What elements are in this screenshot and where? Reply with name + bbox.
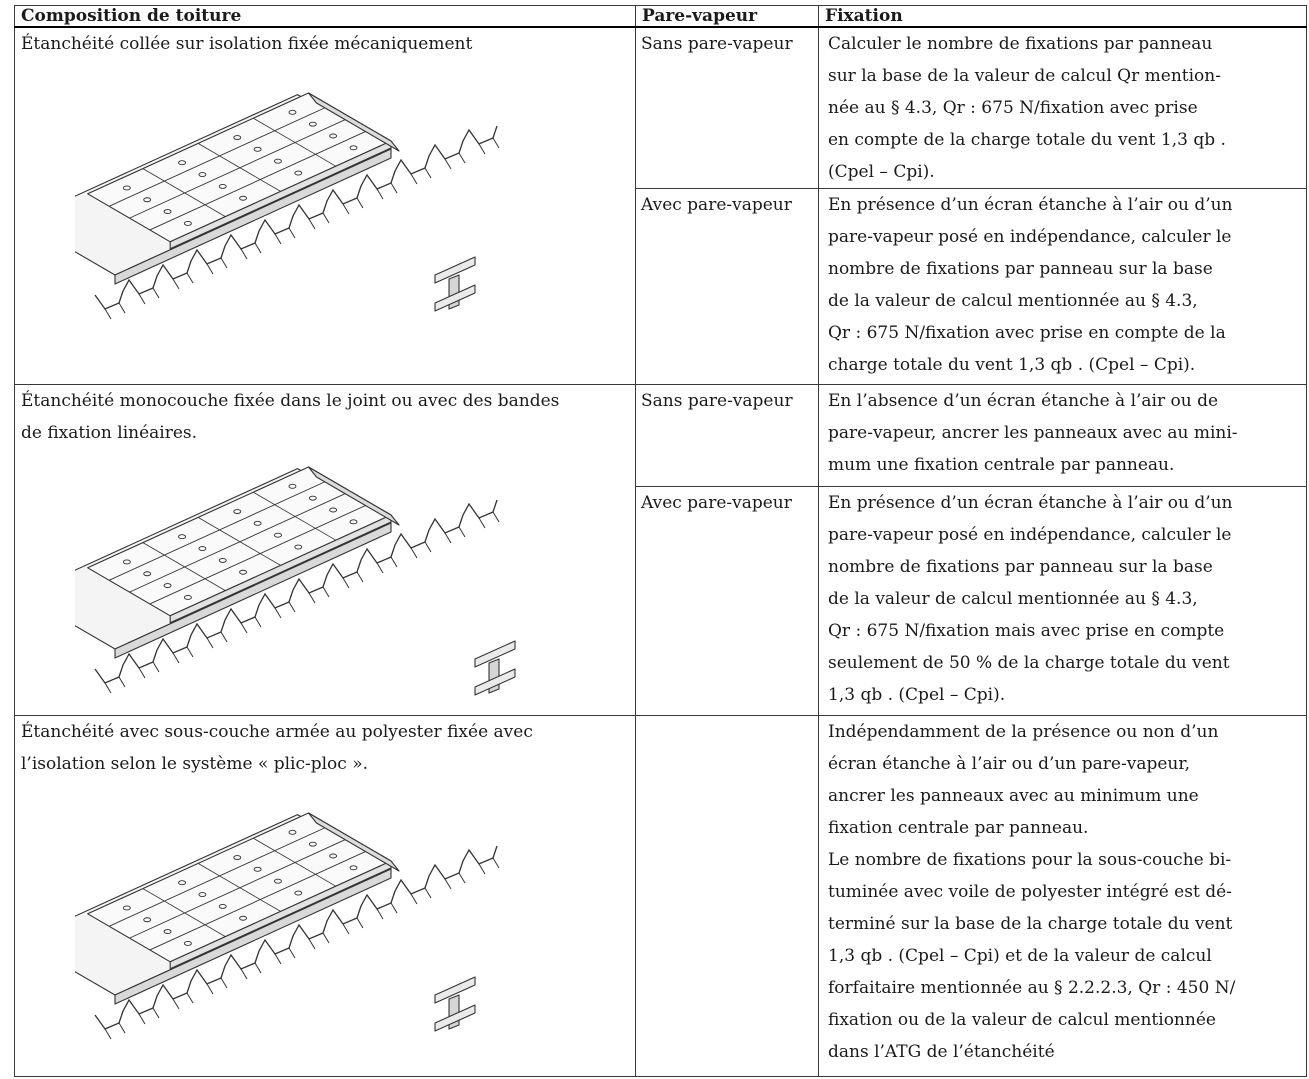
fixation-line: pare-vapeur posé en indépendance, calcul… xyxy=(828,227,1232,247)
fixation-line: écran étanche à l’air ou d’un pare-vapeu… xyxy=(828,754,1191,774)
fixation-line: nombre de fixations par panneau sur la b… xyxy=(828,557,1213,577)
fixation-line: fixation centrale par panneau. xyxy=(828,818,1089,838)
fixation-line: née au § 4.3, Qr : 675 N/fixation avec p… xyxy=(828,98,1198,118)
table-row: Avec pare-vapeur En présence d’un écran … xyxy=(15,486,1307,716)
fixation-cell: En présence d’un écran étanche à l’air o… xyxy=(818,188,1307,385)
fixation-line: terminé sur la base de la charge totale … xyxy=(828,914,1233,934)
header-fixation: Fixation xyxy=(818,5,1307,28)
fixation-line: Le nombre de fixations pour la sous-couc… xyxy=(828,850,1232,870)
header-pare-vapeur: Pare-vapeur xyxy=(635,5,819,28)
table-row: Étanchéité collée sur isolation fixée mé… xyxy=(14,26,1307,385)
fixation-line: tuminée avec voile de polyester intégré … xyxy=(828,882,1232,902)
pare-vapeur-cell: Avec pare-vapeur xyxy=(635,486,819,716)
pare-vapeur-cell: Sans pare-vapeur xyxy=(635,384,819,487)
fixation-line: Calculer le nombre de fixations par pann… xyxy=(828,34,1213,54)
fixation-line: de la valeur de calcul mentionnée au § 4… xyxy=(828,589,1198,609)
table-row: Étanchéité monocouche fixée dans le join… xyxy=(14,384,1307,716)
fixation-cell: En présence d’un écran étanche à l’air o… xyxy=(818,486,1307,716)
fixation-line: pare-vapeur, ancrer les panneaux avec au… xyxy=(828,423,1238,443)
roof-build-up-illustration-icon xyxy=(75,92,500,320)
fixation-cell: En l’absence d’un écran étanche à l’air … xyxy=(818,384,1307,487)
table-row: Avec pare-vapeur En présence d’un écran … xyxy=(15,188,1307,385)
composition-cell: Étanchéité avec sous-couche armée au pol… xyxy=(14,715,636,1077)
fixation-line: fixation ou de la valeur de calcul menti… xyxy=(828,1010,1216,1030)
fixation-line: pare-vapeur posé en indépendance, calcul… xyxy=(828,525,1232,545)
fixation-line: En l’absence d’un écran étanche à l’air … xyxy=(828,391,1219,411)
fixation-line: forfaitaire mentionnée au § 2.2.2.3, Qr … xyxy=(828,978,1236,998)
pare-vapeur-cell: Avec pare-vapeur xyxy=(635,188,819,385)
composition-cell: Étanchéité monocouche fixée dans le join… xyxy=(14,384,636,716)
fixation-line: ancrer les panneaux avec au minimum une xyxy=(828,786,1199,806)
header-row: Composition de toiture Pare-vapeur Fixat… xyxy=(14,5,1307,28)
fixation-line: dans l’ATG de l’étanchéité xyxy=(828,1042,1055,1062)
fixation-line: en compte de la charge totale du vent 1,… xyxy=(828,130,1226,150)
header-composition: Composition de toiture xyxy=(14,5,636,28)
fixation-line: nombre de fixations par panneau sur la b… xyxy=(828,259,1213,279)
fixation-line: 1,3 qb . (Cpel – Cpi) et de la valeur de… xyxy=(828,946,1212,966)
composition-text: Étanchéité monocouche fixée dans le join… xyxy=(21,391,560,411)
fixation-line: (Cpel – Cpi). xyxy=(828,162,935,182)
composition-text: l’isolation selon le système « plic-ploc… xyxy=(21,754,369,774)
fixation-line: En présence d’un écran étanche à l’air o… xyxy=(828,195,1233,215)
pare-vapeur-cell xyxy=(635,715,819,1077)
roof-build-up-illustration-icon xyxy=(75,466,516,696)
roof-composition-table: Composition de toiture Pare-vapeur Fixat… xyxy=(14,5,1307,1077)
roof-build-up-illustration-icon xyxy=(75,812,500,1040)
fixation-line: mum une fixation centrale par panneau. xyxy=(828,455,1175,475)
fixation-line: de la valeur de calcul mentionnée au § 4… xyxy=(828,291,1198,311)
fixation-cell: Calculer le nombre de fixations par pann… xyxy=(818,26,1307,189)
fixation-line: Indépendamment de la présence ou non d’u… xyxy=(828,722,1219,742)
fixation-cell: Indépendamment de la présence ou non d’u… xyxy=(818,715,1307,1077)
composition-text: Étanchéité collée sur isolation fixée mé… xyxy=(21,34,473,54)
table-row: Étanchéité avec sous-couche armée au pol… xyxy=(14,715,1307,1077)
fixation-line: sur la base de la valeur de calcul Qr me… xyxy=(828,66,1221,86)
fixation-line: Qr : 675 N/fixation avec prise en compte… xyxy=(828,323,1226,343)
pare-vapeur-cell: Sans pare-vapeur xyxy=(635,26,819,189)
composition-text: Étanchéité avec sous-couche armée au pol… xyxy=(21,722,533,742)
fixation-line: charge totale du vent 1,3 qb . (Cpel – C… xyxy=(828,355,1196,375)
fixation-line: seulement de 50 % de la charge totale du… xyxy=(828,653,1230,673)
fixation-line: 1,3 qb . (Cpel – Cpi). xyxy=(828,685,1006,705)
fixation-line: En présence d’un écran étanche à l’air o… xyxy=(828,493,1233,513)
composition-cell: Étanchéité collée sur isolation fixée mé… xyxy=(14,26,636,385)
fixation-line: Qr : 675 N/fixation mais avec prise en c… xyxy=(828,621,1225,641)
composition-text: de fixation linéaires. xyxy=(21,423,198,443)
